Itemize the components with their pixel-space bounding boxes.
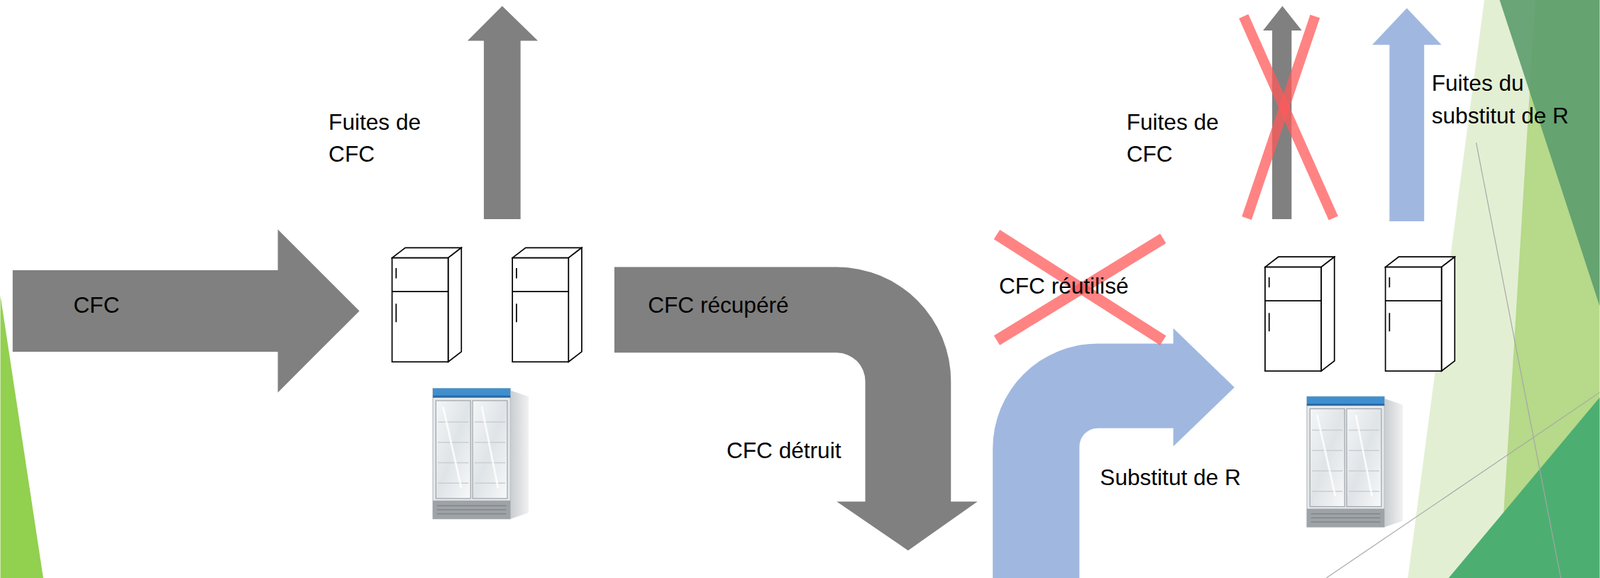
decor-line: [1475, 142, 1561, 578]
flow-label: Fuites de CFC: [328, 106, 462, 172]
display-fridge-icon: [1306, 396, 1403, 528]
display-fridge-icon: [432, 388, 529, 520]
flow-label: CFC récupéré: [647, 289, 789, 323]
decor-shape: [1499, 0, 1600, 306]
flow-label: Fuites de CFC: [1126, 106, 1260, 172]
flow-arrow: [614, 267, 978, 552]
flow-label: CFC: [73, 289, 120, 323]
cross-mark: [996, 238, 1163, 341]
substitute-arrow: [992, 328, 1235, 578]
fridge-icon: [1385, 256, 1456, 372]
fridge-icon: [392, 247, 462, 362]
leak-arrow: [467, 6, 538, 220]
fridge-icon: [512, 247, 582, 362]
fridge-icon: [1265, 256, 1335, 372]
flow-arrow: [12, 229, 360, 393]
cross-mark: [1246, 16, 1315, 219]
substitute-leak-arrow: [1372, 7, 1442, 221]
flow-label: CFC réutilisé: [999, 270, 1129, 303]
cross-mark: [996, 234, 1163, 341]
flow-label: Fuites du substitut de R: [1431, 67, 1596, 133]
decor-shape: [1448, 398, 1600, 578]
flow-label: CFC détruit: [726, 434, 842, 468]
flow-label: Substitut de R: [1099, 461, 1241, 495]
cross-mark: [1243, 16, 1334, 219]
